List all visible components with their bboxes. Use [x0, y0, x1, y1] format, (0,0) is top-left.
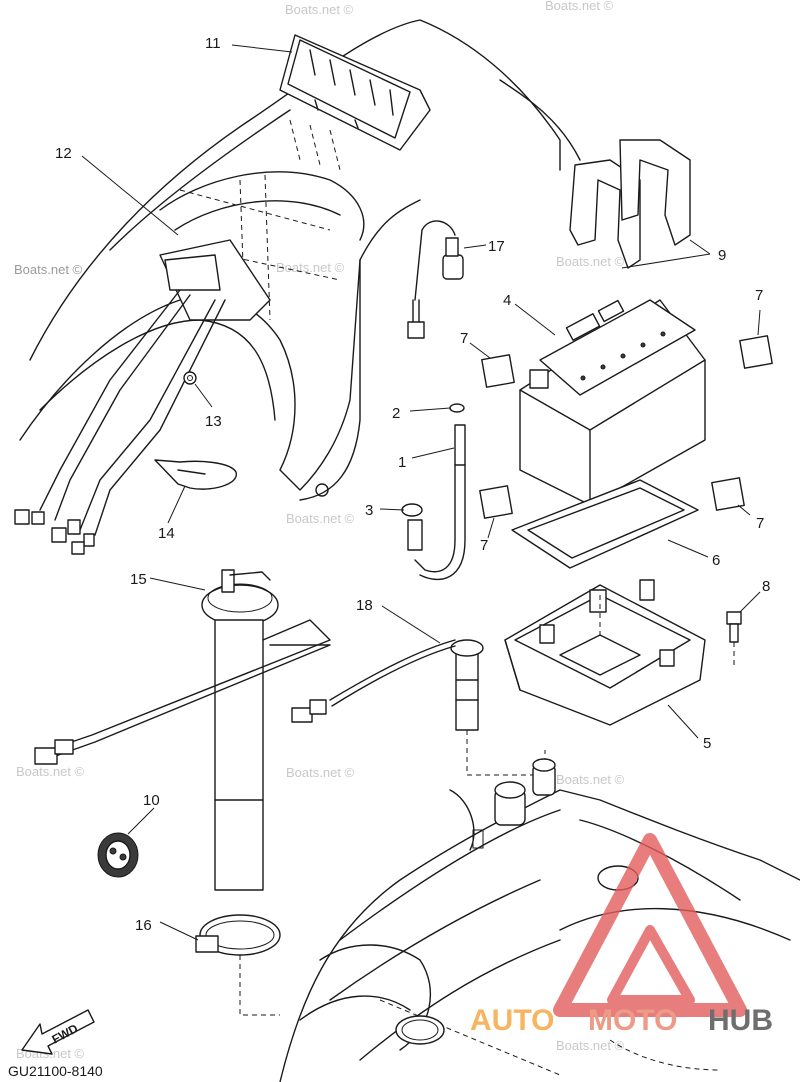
logo-auto: AUTO [470, 1004, 554, 1037]
callout-18: 18 [356, 597, 373, 614]
callout-14: 14 [158, 525, 175, 542]
watermark: Boats.net © [286, 765, 355, 780]
part-13-nut [183, 371, 197, 385]
logo-hub: HUB [708, 1004, 773, 1037]
part-10-grommet [97, 832, 139, 878]
callout-11: 11 [205, 35, 221, 52]
watermark: Boats.net © [545, 0, 614, 13]
part-1-2-3-vent-tube [401, 403, 466, 581]
callout-7: 7 [756, 515, 764, 532]
callout-16: 16 [135, 917, 152, 934]
callout-2: 2 [392, 405, 400, 422]
part-8-bolt [726, 611, 742, 665]
watermark: Boats.net © [276, 260, 345, 275]
part-5-battery-box [504, 579, 706, 726]
callout-9: 9 [718, 247, 726, 264]
diagram-code: GU21100-8140 [8, 1063, 103, 1079]
callout-6: 6 [712, 552, 720, 569]
watermark: Boats.net © [286, 511, 355, 526]
watermark: Boats.net © [556, 1038, 625, 1053]
callout-leaders [81, 44, 761, 941]
callout-numbers: 1 2 3 4 5 6 7 7 7 7 8 9 10 11 12 13 14 1… [55, 35, 770, 934]
callout-7: 7 [460, 330, 468, 347]
callout-17: 17 [488, 238, 505, 255]
part-tank-grommets [494, 758, 556, 826]
callout-10: 10 [143, 792, 160, 809]
callout-3: 3 [365, 502, 373, 519]
watermark: Boats.net © [556, 254, 625, 269]
part-4-battery [519, 299, 706, 506]
automotohub-logo: AUTO MOTO HUB [470, 833, 773, 1037]
callout-7: 7 [755, 287, 763, 304]
callout-7: 7 [480, 537, 488, 554]
callout-5: 5 [703, 735, 711, 752]
part-15-fuel-sender [34, 569, 331, 891]
callout-13: 13 [205, 413, 222, 430]
callout-8: 8 [762, 578, 770, 595]
callout-12: 12 [55, 145, 72, 162]
logo-moto: MOTO [588, 1004, 677, 1037]
callout-4: 4 [503, 292, 511, 309]
part-17-fuse [407, 220, 464, 339]
part-9-battery-bands [569, 139, 691, 269]
part-18-sensor [291, 639, 546, 776]
callout-1: 1 [398, 454, 406, 471]
hull-deck-outline [19, 19, 800, 1082]
part-6-rubber-mat [511, 479, 699, 569]
part-16-hose-clamp [195, 914, 281, 1016]
callout-15: 15 [130, 571, 147, 588]
part-12-wire-harness [14, 239, 271, 555]
watermark: Boats.net © [16, 764, 85, 779]
watermark: Boats.net © [556, 772, 625, 787]
part-14-cable-tie [154, 459, 237, 490]
part-7-pads [479, 335, 773, 519]
part-11-meter [279, 34, 431, 171]
watermark: Boats.net © [285, 2, 354, 17]
watermark: Boats.net © [14, 262, 83, 277]
